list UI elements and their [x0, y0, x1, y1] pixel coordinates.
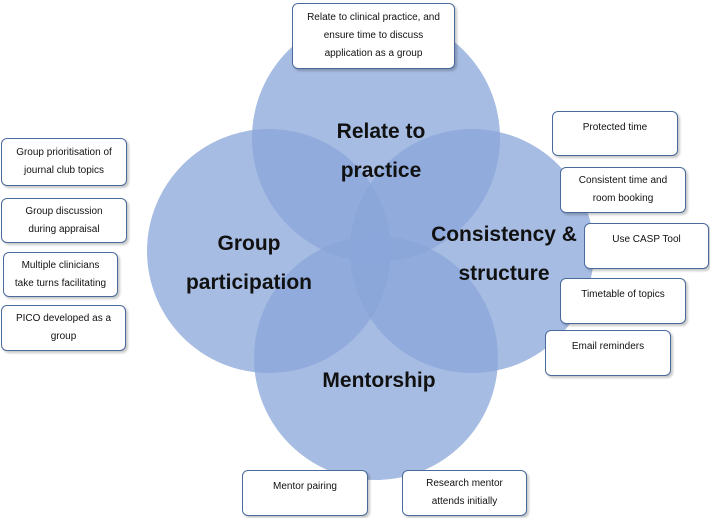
casp-tool-box: Use CASP Tool	[584, 223, 709, 269]
consistent-time-box: Consistent time and room booking	[560, 167, 686, 213]
timetable-box: Timetable of topics	[560, 278, 686, 324]
protected-time-box: Protected time	[552, 111, 678, 156]
mentor-pairing-box: Mentor pairing	[242, 470, 368, 516]
consistency-structure-label: Consistency & structure	[431, 223, 577, 285]
multiple-clinicians-box: Multiple clinicians take turns facilitat…	[3, 252, 118, 297]
research-mentor-box: Research mentor attends initially	[402, 470, 527, 516]
group-discussion-box: Group discussion during appraisal	[1, 198, 127, 243]
circle-mentorship	[254, 236, 498, 480]
mentorship-label: Mentorship	[322, 369, 436, 392]
relate-to-practice-label: Relate to practice	[336, 120, 426, 182]
group-prioritisation-box: Group prioritisation of journal club top…	[1, 138, 127, 186]
relate-clinical-box: Relate to clinical practice, and ensure …	[292, 3, 455, 69]
group-participation-label: Group participation	[185, 232, 312, 294]
pico-box: PICO developed as a group	[1, 305, 126, 351]
email-reminders-box: Email reminders	[545, 330, 671, 376]
